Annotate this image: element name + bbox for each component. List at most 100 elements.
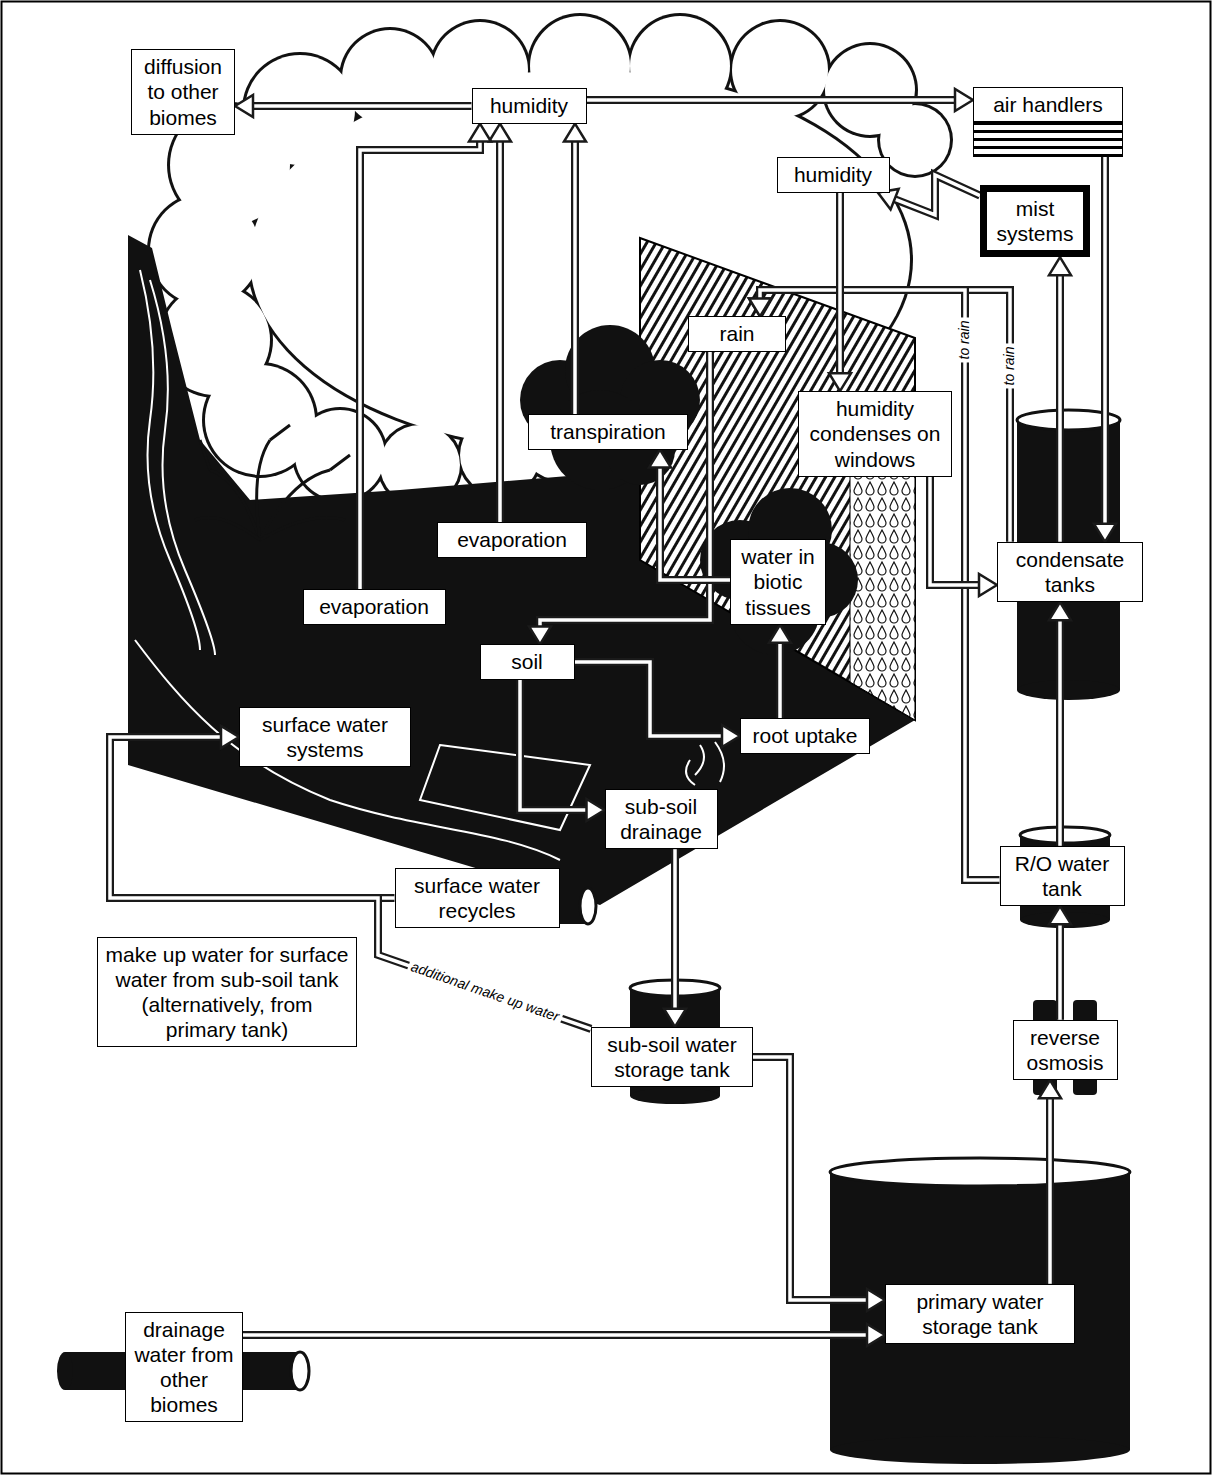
- pipe-core: [249, 104, 472, 108]
- pipe-core: [575, 662, 727, 736]
- label-box: humidity condenses on windows: [798, 391, 952, 477]
- node-text: condensate tanks: [1004, 547, 1136, 597]
- flow-arrow: [235, 95, 472, 117]
- pipe-outline: [540, 352, 710, 631]
- arrow-head: [1049, 257, 1071, 275]
- node-text: evaporation: [310, 594, 439, 619]
- window-panel: [640, 238, 915, 720]
- tree: [520, 325, 700, 640]
- flow-arrow: [1049, 257, 1071, 542]
- biome-floor: [128, 235, 915, 905]
- label-box: surface water systems: [239, 707, 411, 767]
- pipe-outline: [496, 138, 504, 523]
- pipe-core: [753, 1057, 871, 1300]
- pipe-core: [778, 639, 782, 719]
- node-text: diffusion to other biomes: [138, 54, 228, 130]
- arrow-head: [867, 1289, 885, 1311]
- pipe-outline: [520, 680, 591, 810]
- pipe-core: [587, 98, 960, 102]
- flow-arrow: [1039, 1080, 1061, 1284]
- pipe-outline: [1056, 616, 1064, 846]
- flow-arrow: [1049, 602, 1071, 846]
- pipe-core: [243, 1333, 871, 1337]
- arrow-head: [235, 95, 253, 117]
- node-text: humidity: [784, 162, 883, 187]
- label-box: soil: [480, 644, 575, 679]
- tree: [700, 488, 858, 720]
- node-text: drainage water from other biomes: [132, 1317, 236, 1418]
- pipe-core: [1058, 271, 1062, 542]
- pipe-outline: [1046, 1094, 1054, 1284]
- flow-arrow: [649, 450, 730, 580]
- arrow-head: [221, 726, 239, 748]
- arrow-head: [1049, 906, 1071, 924]
- pipe-core: [540, 352, 710, 631]
- node-text: water in biotic tissues: [737, 544, 819, 620]
- label-box: make up water for surface water from sub…: [97, 937, 357, 1048]
- flow-arrow: [564, 124, 586, 415]
- pipe-outline: [575, 662, 727, 736]
- arrow-head: [529, 626, 551, 644]
- pipe-core: [660, 464, 730, 580]
- label-box: evaporation: [437, 522, 587, 557]
- label-box: primary water storage tank: [885, 1284, 1075, 1344]
- pipe-outline: [1056, 920, 1064, 1020]
- flow-arrow: [930, 477, 997, 596]
- pipe-outline: [660, 464, 730, 580]
- arrow-head: [564, 124, 586, 142]
- palm-fronds: [195, 425, 350, 540]
- arrow-head: [749, 298, 771, 316]
- flow-arrow: [749, 290, 1010, 542]
- node-text: sub-soil drainage: [612, 794, 711, 844]
- flow-arrow: [587, 89, 974, 111]
- label-box: evaporation: [303, 589, 446, 624]
- flow-arrow: [878, 175, 980, 215]
- node-text: mist systems: [993, 196, 1077, 246]
- label-box: rain: [688, 316, 786, 351]
- flow-arrow: [529, 352, 710, 645]
- node-text: reverse osmosis: [1020, 1025, 1111, 1075]
- pipe-core: [1058, 920, 1062, 1020]
- pipe-outline: [891, 175, 980, 215]
- cloud-outline: [147, 13, 953, 508]
- node-text: rain: [695, 321, 779, 346]
- label-box: drainage water from other biomes: [125, 1312, 243, 1423]
- pipe-core: [1048, 1094, 1052, 1284]
- pipe-outline: [243, 1331, 871, 1339]
- pipe-outline: [836, 193, 844, 378]
- waterfall: [135, 270, 724, 860]
- condensation-drops: [850, 440, 915, 720]
- arrow-head: [1049, 602, 1071, 620]
- flow-arrow: [829, 193, 851, 392]
- flow-arrow: [769, 625, 791, 719]
- node-text: root uptake: [747, 723, 863, 748]
- flow-arrow: [664, 849, 686, 1027]
- label-box: humidity: [777, 157, 890, 192]
- grille-symbol: [974, 121, 1122, 156]
- label-box: transpiration: [528, 414, 688, 449]
- pipe-outline: [760, 290, 1010, 542]
- pipe-core: [930, 477, 983, 585]
- node-text: make up water for surface water from sub…: [104, 942, 350, 1043]
- primary-tank: [830, 1158, 1130, 1464]
- pipe-core: [498, 138, 502, 523]
- pipe-outline: [671, 849, 679, 1013]
- node-text: surface water systems: [246, 712, 404, 762]
- arrow-head: [829, 373, 851, 391]
- pipe-outline: [930, 477, 983, 585]
- node-text: primary water storage tank: [892, 1289, 1068, 1339]
- arrow-head: [769, 625, 791, 643]
- pipe-core: [673, 849, 677, 1013]
- label-box: humidity: [472, 88, 587, 123]
- pipe-core: [573, 138, 577, 415]
- pipe-outline: [1056, 271, 1064, 542]
- arrow-head: [979, 574, 997, 596]
- node-text: evaporation: [444, 527, 580, 552]
- pipe-core: [760, 290, 1010, 542]
- recycle-pipe: [560, 888, 596, 924]
- node-text: transpiration: [535, 419, 681, 444]
- node-text: humidity: [479, 93, 580, 118]
